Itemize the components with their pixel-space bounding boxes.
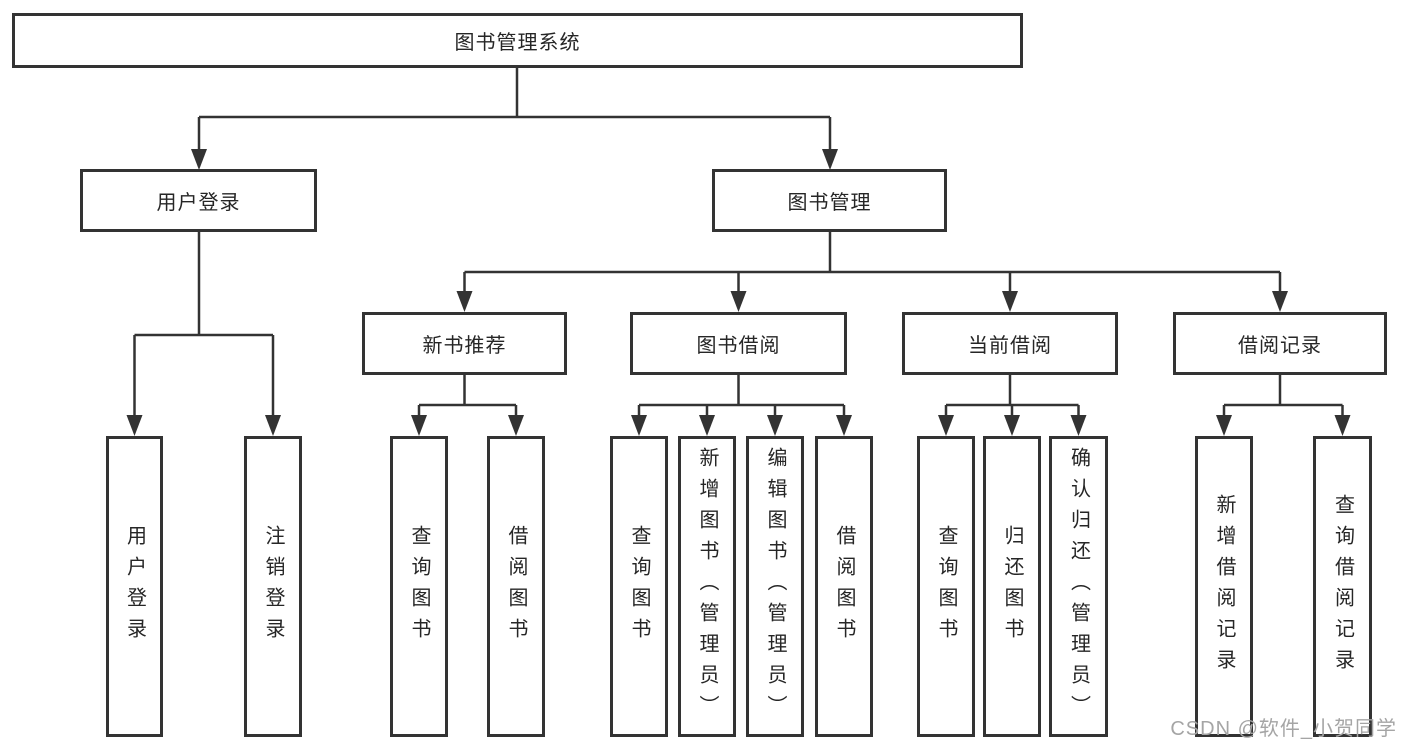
node-label: 图书管理: [787, 192, 872, 214]
node-book-borrowing: 图书借阅: [630, 312, 847, 375]
node-leaf-query-books: 查询图书: [917, 436, 975, 737]
node-book-management: 图书管理: [712, 169, 947, 232]
arrowheads: [126, 149, 1351, 436]
node-leaf-user-login: 用户登录: [106, 436, 163, 737]
node-label: 编辑图书（管理员）: [764, 447, 786, 726]
node-label: 归还图书: [1001, 524, 1023, 649]
node-label: 确认归还（管理员）: [1067, 447, 1090, 726]
node-label: 查询图书: [628, 524, 650, 649]
node-borrowing-records: 借阅记录: [1173, 312, 1387, 375]
node-leaf-confirm-return-admin: 确认归还（管理员）: [1049, 436, 1108, 737]
arrow-down-icon: [126, 415, 143, 436]
node-label: 查询图书: [408, 524, 430, 649]
node-label: 借阅图书: [505, 524, 527, 649]
node-library-management-system: 图书管理系统: [12, 13, 1023, 68]
arrow-down-icon: [730, 291, 747, 312]
arrow-down-icon: [265, 415, 281, 436]
arrow-down-icon: [836, 415, 852, 436]
node-label: 查询图书: [935, 524, 957, 649]
arrow-down-icon: [1002, 291, 1018, 312]
arrow-down-icon: [1272, 291, 1288, 312]
node-current-borrowing: 当前借阅: [902, 312, 1118, 375]
arrow-down-icon: [699, 415, 715, 436]
node-user-login: 用户登录: [80, 169, 317, 232]
arrow-down-icon: [631, 415, 647, 436]
arrow-down-icon: [508, 415, 524, 436]
node-label: 用户登录: [156, 192, 241, 214]
node-leaf-logout: 注销登录: [244, 436, 302, 737]
node-leaf-borrow-books: 借阅图书: [487, 436, 545, 737]
node-label: 图书借阅: [696, 335, 781, 357]
node-label: 新增图书（管理员）: [696, 447, 718, 726]
node-leaf-add-borrow-record: 新增借阅记录: [1195, 436, 1253, 737]
node-label: 借阅图书: [833, 524, 855, 649]
node-label: 查询借阅记录: [1331, 493, 1354, 680]
arrow-down-icon: [1216, 415, 1232, 436]
arrow-down-icon: [411, 415, 427, 436]
node-leaf-query-books: 查询图书: [610, 436, 668, 737]
node-label: 当前借阅: [968, 335, 1052, 357]
arrow-down-icon: [938, 415, 954, 436]
arrow-down-icon: [1070, 415, 1087, 436]
arrow-down-icon: [767, 415, 783, 436]
arrow-down-icon: [1004, 415, 1020, 436]
arrow-down-icon: [456, 291, 473, 312]
node-label: 借阅记录: [1238, 335, 1322, 357]
node-label: 图书管理系统: [454, 32, 581, 54]
node-leaf-return-books: 归还图书: [983, 436, 1041, 737]
arrow-down-icon: [822, 149, 838, 170]
node-leaf-query-borrow-record: 查询借阅记录: [1313, 436, 1372, 737]
node-label: 用户登录: [123, 524, 146, 649]
node-leaf-borrow-books: 借阅图书: [815, 436, 873, 737]
arrow-down-icon: [191, 149, 207, 170]
node-leaf-add-book-admin: 新增图书（管理员）: [678, 436, 736, 737]
node-label: 新书推荐: [422, 335, 507, 357]
node-leaf-edit-book-admin: 编辑图书（管理员）: [746, 436, 804, 737]
watermark: CSDN @软件_小贺同学: [1170, 718, 1397, 740]
node-new-book-recommendation: 新书推荐: [362, 312, 567, 375]
node-leaf-query-books: 查询图书: [390, 436, 448, 737]
arrow-down-icon: [1334, 415, 1351, 436]
node-label: 新增借阅记录: [1213, 493, 1235, 680]
node-label: 注销登录: [262, 524, 284, 649]
